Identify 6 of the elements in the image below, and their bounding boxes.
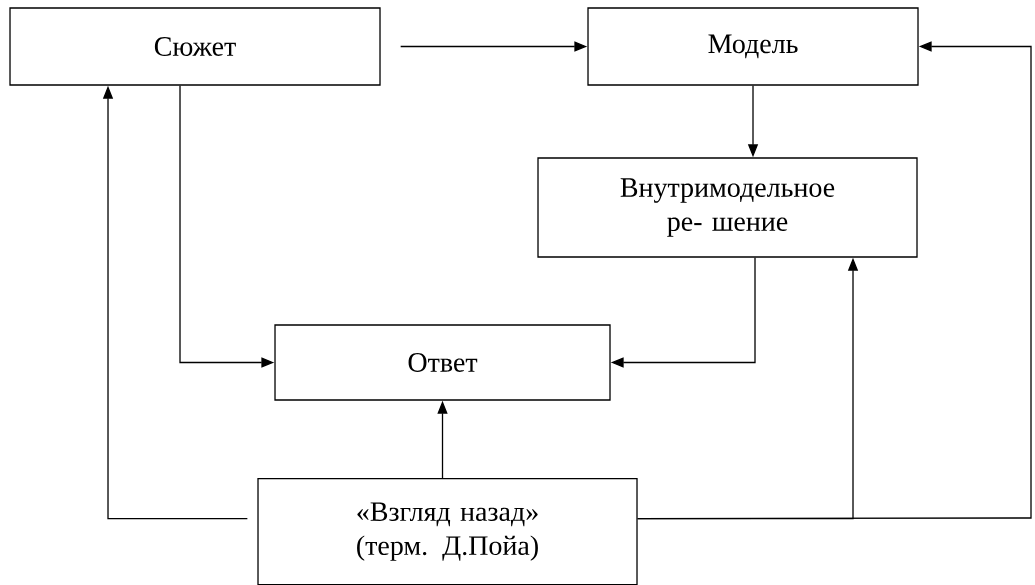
process-box: Сюжет [9,7,381,86]
arrow [637,41,1032,520]
process-box: Внутримодельное ре- шение [537,157,918,258]
process-box: «Взгляд назад» (терм. Д.Пойа) [257,478,638,585]
process-box: Ответ [274,324,611,401]
process-box: Модель [587,7,919,86]
